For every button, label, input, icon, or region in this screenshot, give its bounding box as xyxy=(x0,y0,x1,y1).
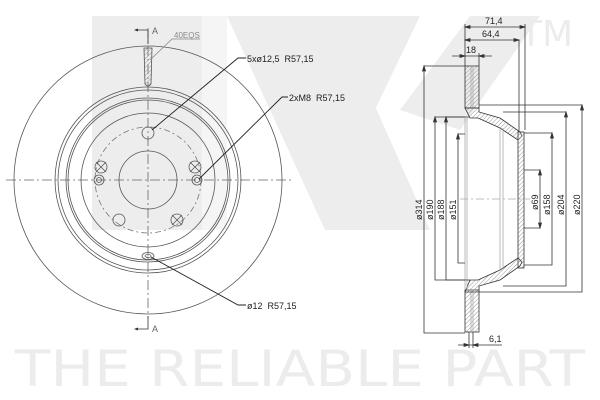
bolt-hole xyxy=(112,213,126,227)
callout-leader-m8 xyxy=(198,96,288,180)
outer-disc-circle xyxy=(13,45,283,315)
dim-d314: ø314 xyxy=(414,199,424,220)
callout-locating-hole: ø12 R57,15 xyxy=(247,301,297,311)
friction-inner-circle-1 xyxy=(54,86,242,274)
callout-m8: 2xM8 R57,15 xyxy=(289,93,345,103)
dim-d158: ø158 xyxy=(542,194,552,215)
dim-71-4: 71,4 xyxy=(485,16,503,26)
vent-label: 40EQS xyxy=(174,31,200,40)
m8-hole-left xyxy=(93,174,105,186)
friction-inner-circle-2 xyxy=(57,89,239,271)
section-view xyxy=(421,24,585,348)
dim-d158 xyxy=(524,132,553,266)
dim-d151 xyxy=(457,133,465,264)
bolt-hole xyxy=(141,126,155,140)
dim-d190: ø190 xyxy=(425,199,435,220)
trademark-watermark: TM xyxy=(519,14,573,55)
hat-circle-1 xyxy=(65,97,231,263)
dim-d204 xyxy=(503,111,567,287)
section-label-bottom: A xyxy=(152,324,158,334)
dim-d220 xyxy=(479,104,583,293)
tagline-watermark: THE RELIABLE PART xyxy=(14,340,586,398)
dim-6-1: 6,1 xyxy=(489,334,502,344)
section-label-top: A xyxy=(152,26,158,36)
friction-ring-lower xyxy=(464,289,480,333)
m8-hole-right xyxy=(191,174,203,186)
hat-wall xyxy=(517,131,525,269)
locating-hole xyxy=(141,252,155,260)
front-view xyxy=(6,28,292,331)
hat-circle-3 xyxy=(80,112,216,248)
dim-d204: ø204 xyxy=(556,194,566,215)
bolt-hole xyxy=(170,213,184,227)
dim-d314 xyxy=(423,65,465,334)
hat-circle-2 xyxy=(67,99,229,261)
dim-d69 xyxy=(524,169,541,229)
dim-d220: ø220 xyxy=(572,194,582,215)
dim-18: 18 xyxy=(466,45,476,55)
friction-ring-upper xyxy=(464,65,480,109)
bolt-circle xyxy=(94,126,202,234)
section-marker-top xyxy=(136,29,149,44)
callout-leader-bolt-holes xyxy=(151,57,246,131)
dim-d69: ø69 xyxy=(530,194,540,210)
hat-profile-upper xyxy=(464,107,523,141)
bolt-hole xyxy=(94,160,108,174)
dim-d190 xyxy=(434,116,465,281)
callout-bolt-holes: 5xø12,5 R57,15 xyxy=(247,54,314,64)
callout-leader-locating-hole xyxy=(150,256,246,306)
section-marker-bottom xyxy=(136,316,149,330)
bolt-hole xyxy=(188,160,202,174)
vent-label-leader xyxy=(149,38,200,61)
dim-64-4: 64,4 xyxy=(482,29,500,39)
center-bore xyxy=(118,150,178,210)
hat-profile-lower xyxy=(464,257,523,293)
vent-slot xyxy=(143,47,153,87)
dim-d188: ø188 xyxy=(436,199,446,220)
dim-d188 xyxy=(445,116,470,281)
dim-d151: ø151 xyxy=(448,199,458,220)
